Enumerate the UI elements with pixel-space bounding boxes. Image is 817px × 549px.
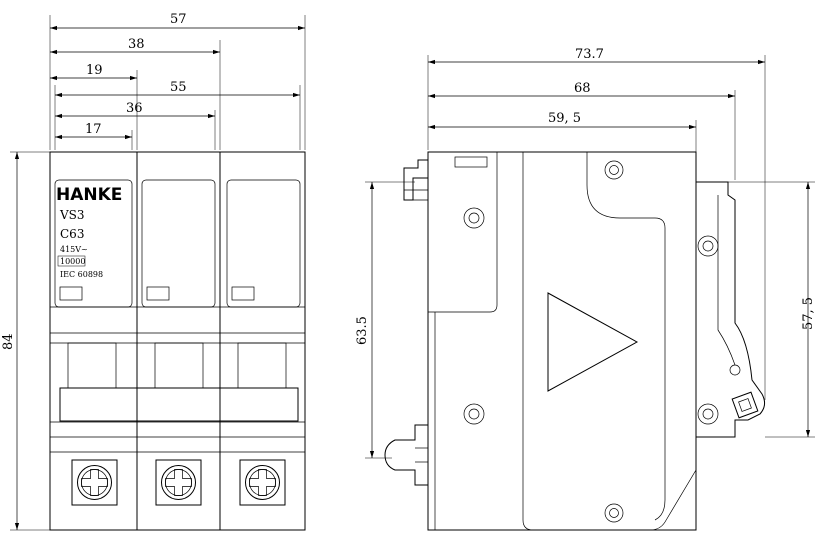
front-view: 57 38 19 55 36 17 84 xyxy=(1,12,306,531)
breaking-capacity-label: 10000 xyxy=(60,257,85,266)
model-label: VS3 xyxy=(59,208,85,222)
terminal-screw-3 xyxy=(239,459,286,506)
dim-57-5: 57, 5 xyxy=(801,297,816,330)
side-rivets xyxy=(463,160,719,523)
dim-63-5: 63.5 xyxy=(355,316,370,345)
terminal-screws xyxy=(71,459,286,506)
dim-55: 55 xyxy=(170,80,187,95)
dim-59-5: 59, 5 xyxy=(548,111,581,126)
brand-label: HANKE xyxy=(56,185,122,205)
terminal-screw-2 xyxy=(155,459,202,506)
side-dimension-lines xyxy=(369,59,811,458)
dim-38: 38 xyxy=(128,37,145,52)
dim-17: 17 xyxy=(85,122,102,137)
front-extension-lines xyxy=(10,15,306,531)
dim-19: 19 xyxy=(86,63,103,78)
triangle-indicator xyxy=(547,292,639,392)
breaker-front-body xyxy=(49,151,306,531)
dim-57: 57 xyxy=(170,12,187,27)
side-view: 73.7 68 59, 5 63.5 57, 5 xyxy=(355,47,816,531)
dim-36: 36 xyxy=(126,101,143,116)
dim-73-7: 73.7 xyxy=(575,47,604,62)
side-extension-lines xyxy=(365,55,815,459)
front-dimension-lines xyxy=(14,25,305,530)
side-rear-bracket xyxy=(696,181,766,438)
dim-84: 84 xyxy=(1,333,16,350)
breaker-side-body xyxy=(384,151,719,531)
rating-label: C63 xyxy=(60,227,84,241)
standard-label: IEC 60898 xyxy=(60,270,103,279)
breaking-capacity-box xyxy=(57,255,86,267)
terminal-screw-1 xyxy=(71,459,118,506)
dim-68: 68 xyxy=(574,81,591,96)
voltage-label: 415V~ xyxy=(60,245,88,254)
